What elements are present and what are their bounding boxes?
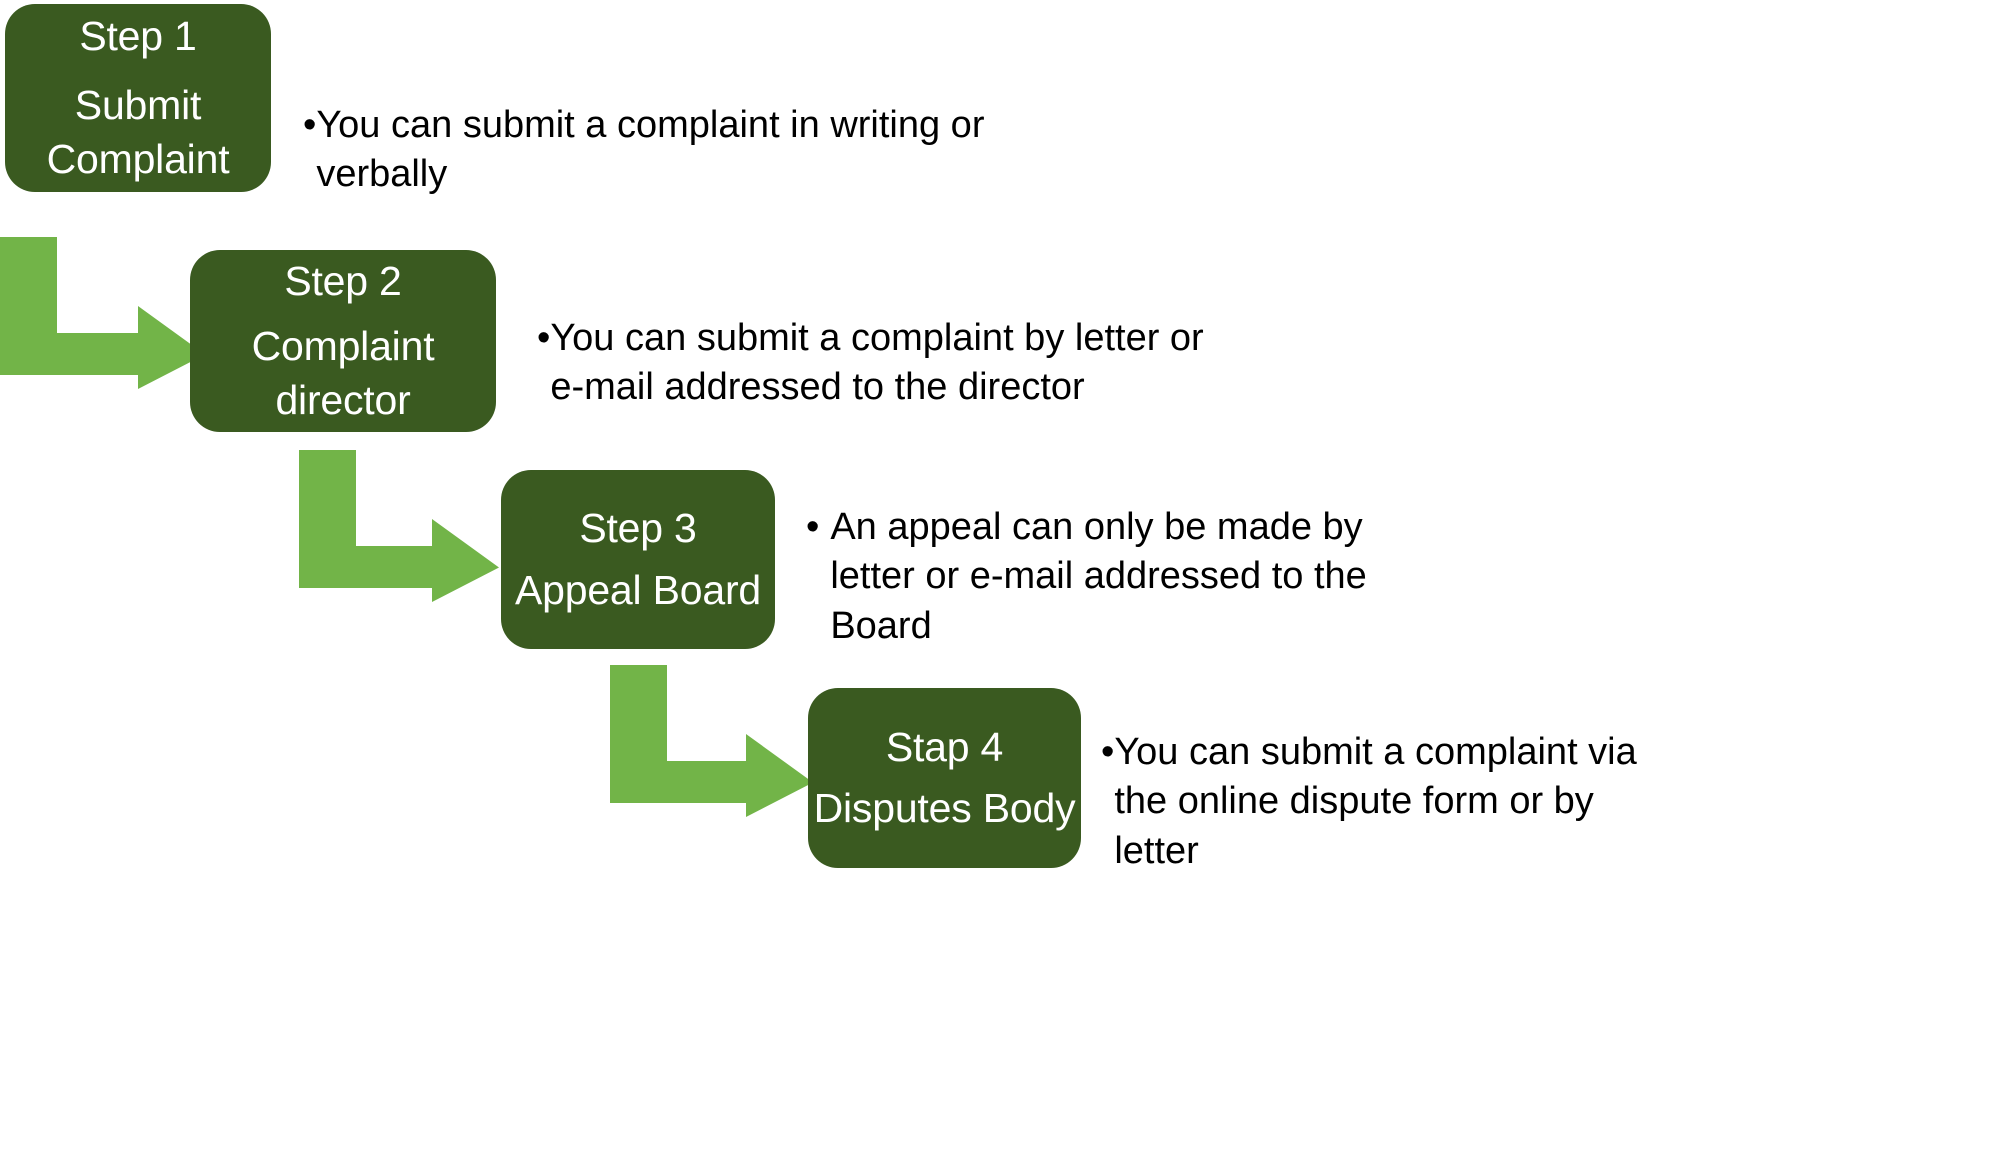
step-2-subtitle-line-2: director (275, 376, 411, 423)
step-2-note: • You can submit a complaint by letter o… (537, 314, 1204, 413)
step-4-note: • You can submit a complaint via the onl… (1101, 728, 1637, 876)
bullet-icon: • (537, 317, 551, 359)
step-3-note: • An appeal can only be made by letter o… (806, 503, 1367, 651)
step-4-subtitle-line-1: Disputes Body (813, 785, 1076, 831)
step-3-note-line-2: letter or e-mail addressed to the (830, 555, 1367, 598)
bullet-icon: • (806, 506, 820, 548)
step-1-note-text: You can submit a complaint in writing or… (316, 101, 984, 200)
step-3-note-line-3: Board (830, 604, 932, 647)
connector-arrow-3-icon (610, 665, 813, 817)
step-1-title: Step 1 (79, 13, 197, 60)
bullet-icon: • (1101, 731, 1115, 773)
step-4-title: Stap 4 (885, 723, 1004, 770)
step-1-note-line-2: verbally (316, 153, 448, 196)
step-2-note-line-1: You can submit a complaint by letter or (550, 317, 1204, 359)
step-3-title: Step 3 (579, 505, 697, 552)
step-3-subtitle: Appeal Board (515, 564, 761, 617)
step-3-note-line-1: An appeal can only be made by (830, 506, 1363, 548)
step-3-note-text: An appeal can only be made by letter or … (830, 503, 1367, 651)
step-2-note-text: You can submit a complaint by letter or … (550, 314, 1203, 413)
step-4-subtitle: Disputes Body (814, 782, 1076, 835)
step-box-2[interactable]: Step 2 Complaint director (190, 250, 496, 432)
step-2-subtitle: Complaint director (252, 320, 435, 427)
connector-arrow-2-icon (299, 450, 499, 602)
step-4-note-line-3: letter (1114, 829, 1199, 872)
step-1-note-line-1: You can submit a complaint in writing or (316, 104, 985, 146)
step-3-subtitle-line-1: Appeal Board (514, 566, 762, 613)
step-box-1[interactable]: Step 1 Submit Complaint (5, 4, 271, 192)
step-4-note-line-1: You can submit a complaint via (1114, 731, 1637, 773)
step-box-3[interactable]: Step 3 Appeal Board (501, 470, 775, 649)
bullet-icon: • (303, 104, 317, 146)
step-box-4[interactable]: Stap 4 Disputes Body (808, 688, 1081, 868)
step-1-subtitle-line-2: Complaint (46, 135, 230, 182)
step-1-subtitle: Submit Complaint (47, 79, 230, 186)
step-2-subtitle-line-1: Complaint (251, 323, 435, 370)
step-4-note-line-2: the online dispute form or by (1114, 780, 1594, 823)
step-2-note-line-2: e-mail addressed to the director (550, 366, 1085, 409)
connector-arrow-1-icon (0, 237, 205, 389)
step-4-note-text: You can submit a complaint via the onlin… (1114, 728, 1636, 876)
step-1-subtitle-line-1: Submit (74, 82, 202, 129)
step-2-title: Step 2 (284, 258, 402, 305)
step-1-note: • You can submit a complaint in writing … (303, 101, 984, 200)
